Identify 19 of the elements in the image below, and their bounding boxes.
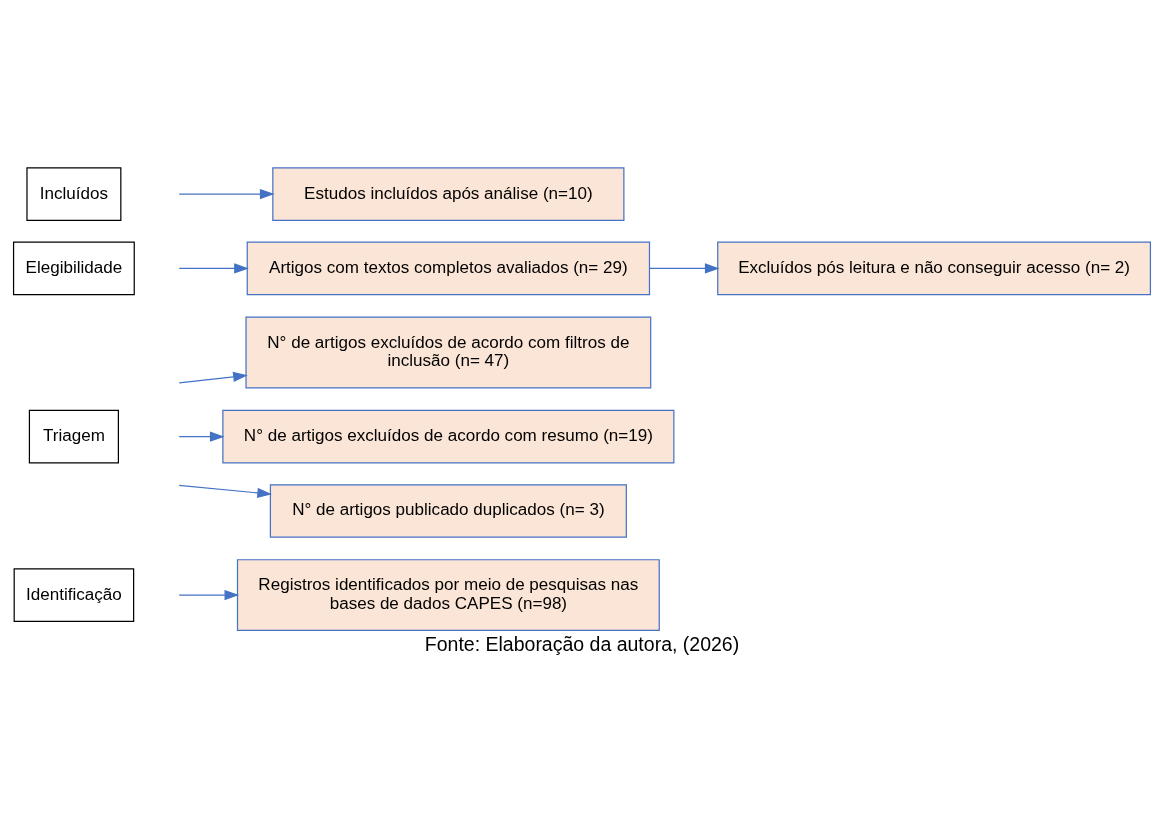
node-box: Identificação — [13, 568, 135, 622]
node-box: N° de artigos excluídos de acordo com resumo (n=19) — [222, 409, 675, 464]
node-box: Incluídos — [26, 167, 122, 221]
node-box: Estudos incluídos após análise (n=10) — [272, 167, 625, 221]
arrow — [178, 188, 275, 200]
arrow — [178, 431, 225, 442]
node-box: N° de artigos excluídos de acordo com filtros de inclusão (n= 47) — [245, 316, 652, 389]
node-box: Artigos com textos completos avaliados (n= 29) — [246, 241, 651, 296]
node-box: Excluídos pós leitura e não conseguir acesso (n= 2) — [717, 241, 1152, 296]
arrow — [178, 371, 248, 384]
node-box: Registros identificados por meio de pesquisas nas bases de dados CAPES (n=98) — [236, 559, 660, 632]
arrow — [178, 263, 249, 274]
node-box: Triagem — [28, 409, 119, 464]
caption: Fonte: Elaboração da autora, (2026) — [424, 632, 740, 655]
arrow — [178, 589, 240, 601]
node-box: N° de artigos publicado duplicados (n= 3) — [269, 484, 627, 538]
arrow — [649, 263, 720, 274]
arrow — [178, 484, 272, 498]
node-box: Elegibilidade — [12, 241, 135, 296]
